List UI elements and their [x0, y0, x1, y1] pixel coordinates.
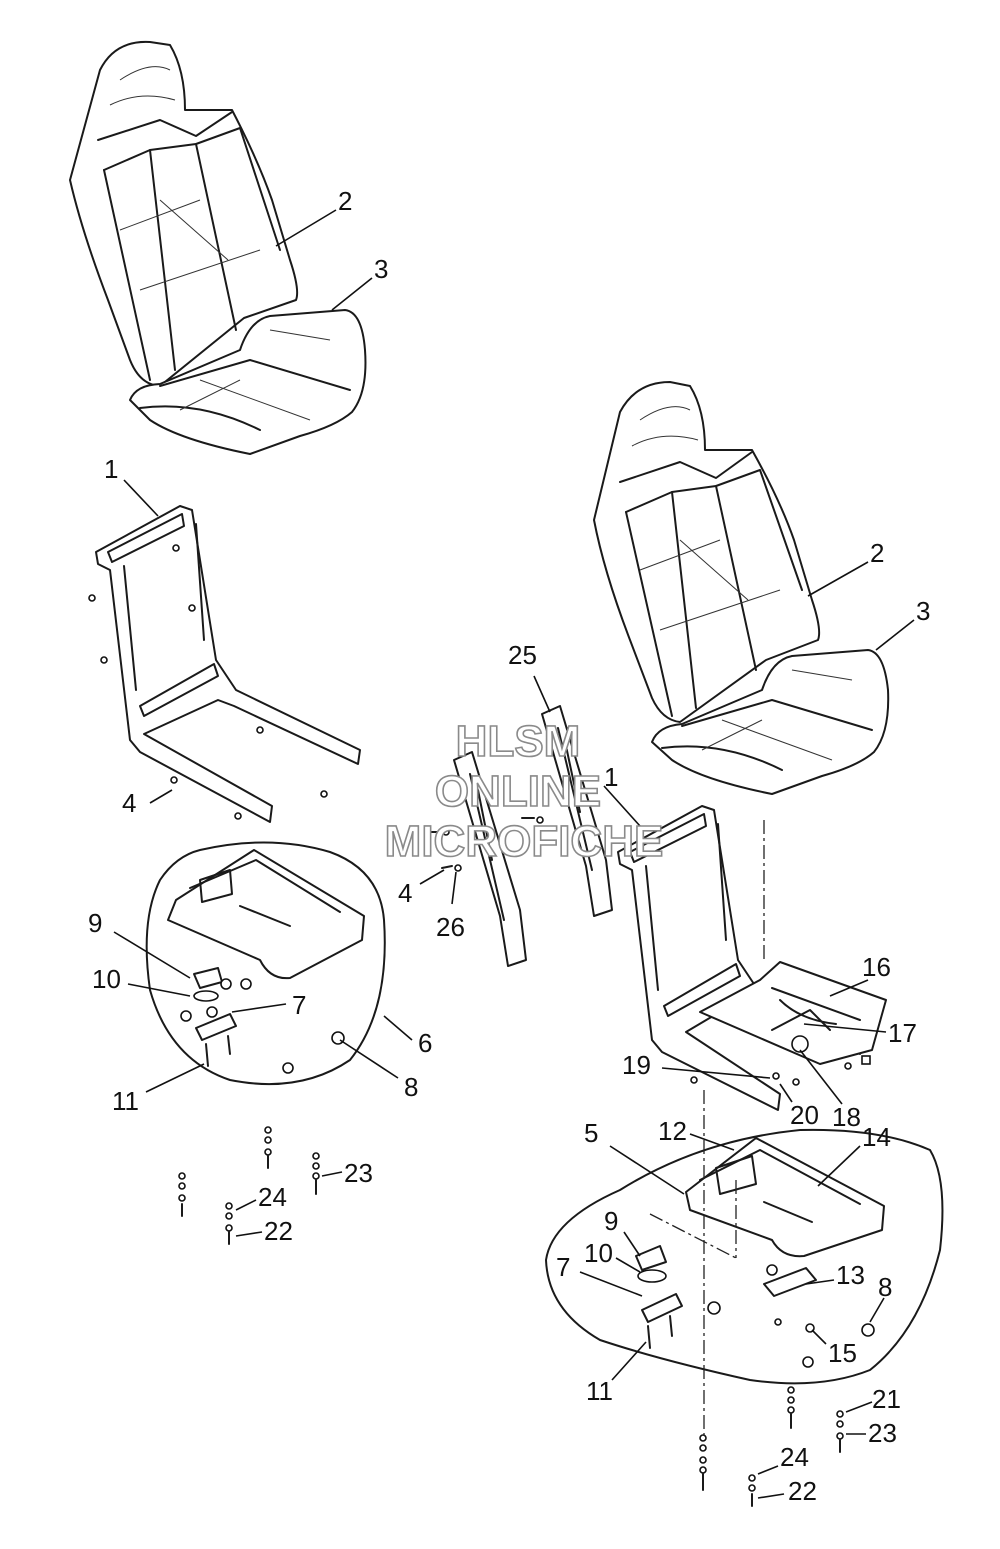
left-slide-assembly [145, 841, 386, 1085]
callout-right-nut-14: 14 [862, 1122, 891, 1152]
callout-left-bolt: 4 [122, 788, 136, 818]
callout-right-bolt-12: 12 [658, 1116, 687, 1146]
callout-left-seat-cushion: 3 [374, 254, 388, 284]
callout-right-mount-plate: 16 [862, 952, 891, 982]
callout-center-clip: 26 [436, 912, 465, 942]
callout-right-screw-19: 19 [622, 1050, 651, 1080]
right-hardware-stacks [699, 1386, 844, 1507]
callout-left-screw: 11 [112, 1086, 139, 1116]
watermark-line-1: HLSM [456, 717, 581, 766]
callout-left-seat-back: 2 [338, 186, 352, 216]
callout-center-bolt: 4 [398, 878, 412, 908]
callout-left-nut: 8 [404, 1072, 418, 1102]
left-seat-frame [88, 505, 361, 823]
callout-right-adjuster-strip: 13 [836, 1260, 865, 1290]
watermark: HLSM ONLINE MICROFICHE [384, 716, 664, 867]
left-seat [69, 40, 367, 455]
watermark-line-3: MICROFICHE [385, 817, 664, 866]
right-seat [593, 381, 890, 795]
callout-right-frame: 1 [604, 762, 618, 792]
callout-right-latch: 9 [604, 1206, 618, 1236]
callout-right-bolt-20: 20 [790, 1100, 819, 1130]
callout-left-washer: 24 [258, 1182, 287, 1212]
callout-left-spring: 10 [92, 964, 121, 994]
right-slide-assembly [545, 1128, 944, 1385]
callout-right-nut-23: 23 [868, 1418, 897, 1448]
callout-left-latch: 9 [88, 908, 102, 938]
watermark-line-2: ONLINE [435, 767, 601, 816]
callout-center-rail: 25 [508, 640, 537, 670]
alignment-lines [649, 820, 765, 1440]
callout-right-screw-11: 11 [586, 1376, 613, 1406]
callout-right-slide-assembly: 5 [584, 1118, 598, 1148]
callout-right-cable: 17 [888, 1018, 917, 1048]
callout-right-bracket: 7 [556, 1252, 570, 1282]
callout-right-washer-24: 24 [780, 1442, 809, 1472]
callout-right-seat-back: 2 [870, 538, 884, 568]
callout-right-seat-cushion: 3 [916, 596, 930, 626]
right-seat-frame [617, 805, 887, 1111]
callout-right-spring: 10 [584, 1238, 613, 1268]
callout-labels: 2 3 1 4 9 10 7 6 8 11 23 24 22 2 3 25 1 … [88, 186, 930, 1506]
left-hardware-stacks [178, 1126, 320, 1245]
callout-left-nut-stack: 23 [344, 1158, 373, 1188]
callout-right-washer-21: 21 [872, 1384, 901, 1414]
callout-left-bracket: 7 [292, 990, 306, 1020]
center-rails [427, 705, 613, 967]
callout-left-frame: 1 [104, 454, 118, 484]
callout-right-nut-8: 8 [878, 1272, 892, 1302]
callout-right-bolt-22: 22 [788, 1476, 817, 1506]
leader-lines [113, 209, 915, 1499]
callout-right-cable-clip: 18 [832, 1102, 861, 1132]
callout-left-bolt-lower: 22 [264, 1216, 293, 1246]
callout-right-nut-15: 15 [828, 1338, 857, 1368]
callout-left-slide-assembly: 6 [418, 1028, 432, 1058]
